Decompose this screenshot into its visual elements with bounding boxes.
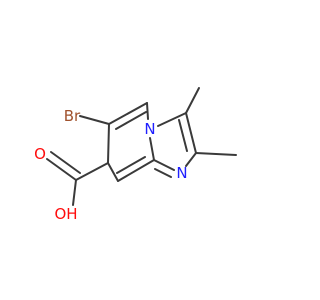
bond-c6-br [79, 115, 110, 125]
bromine-label: Br [64, 107, 81, 125]
bond-c3-c2-double [178, 119, 188, 152]
carbonyl-oxygen-label: O [34, 145, 46, 163]
bond-c5-c6-double [115, 111, 147, 130]
bond-c2-n1 [185, 152, 197, 167]
imidazole-nitrogen-label: N [176, 164, 187, 182]
hydroxyl-label: OH [54, 205, 77, 223]
atom-labels: Br N N O OH [34, 107, 188, 223]
bond-n4-c8a [149, 137, 155, 161]
ring-nitrogen-label: N [144, 120, 155, 138]
bond-carboxyl-o-double-a [46, 158, 77, 181]
bond-carboxyl-o-double-b [50, 151, 81, 174]
bond-n4-c3 [157, 112, 187, 127]
bond-c8-c7 [107, 162, 119, 182]
bond-c8a-c8 [117, 159, 155, 182]
chemical-structure: Br N N O OH [34, 87, 237, 223]
bond-c7-carboxyl [75, 162, 109, 181]
bond-carboxyl-oh [72, 179, 77, 206]
bond-n1-c8a-double [154, 168, 172, 178]
bond-c5-n4 [146, 102, 149, 120]
bond-c3-methyl [185, 87, 200, 114]
bonds [46, 87, 237, 206]
bond-c8a-c8-double [116, 156, 146, 174]
bond-n1-c8a [153, 159, 175, 171]
bond-c2-methyl [195, 152, 237, 156]
bond-c5-c6 [108, 102, 148, 125]
bond-c3-c2 [185, 112, 197, 154]
bond-c7-c6 [107, 123, 110, 164]
